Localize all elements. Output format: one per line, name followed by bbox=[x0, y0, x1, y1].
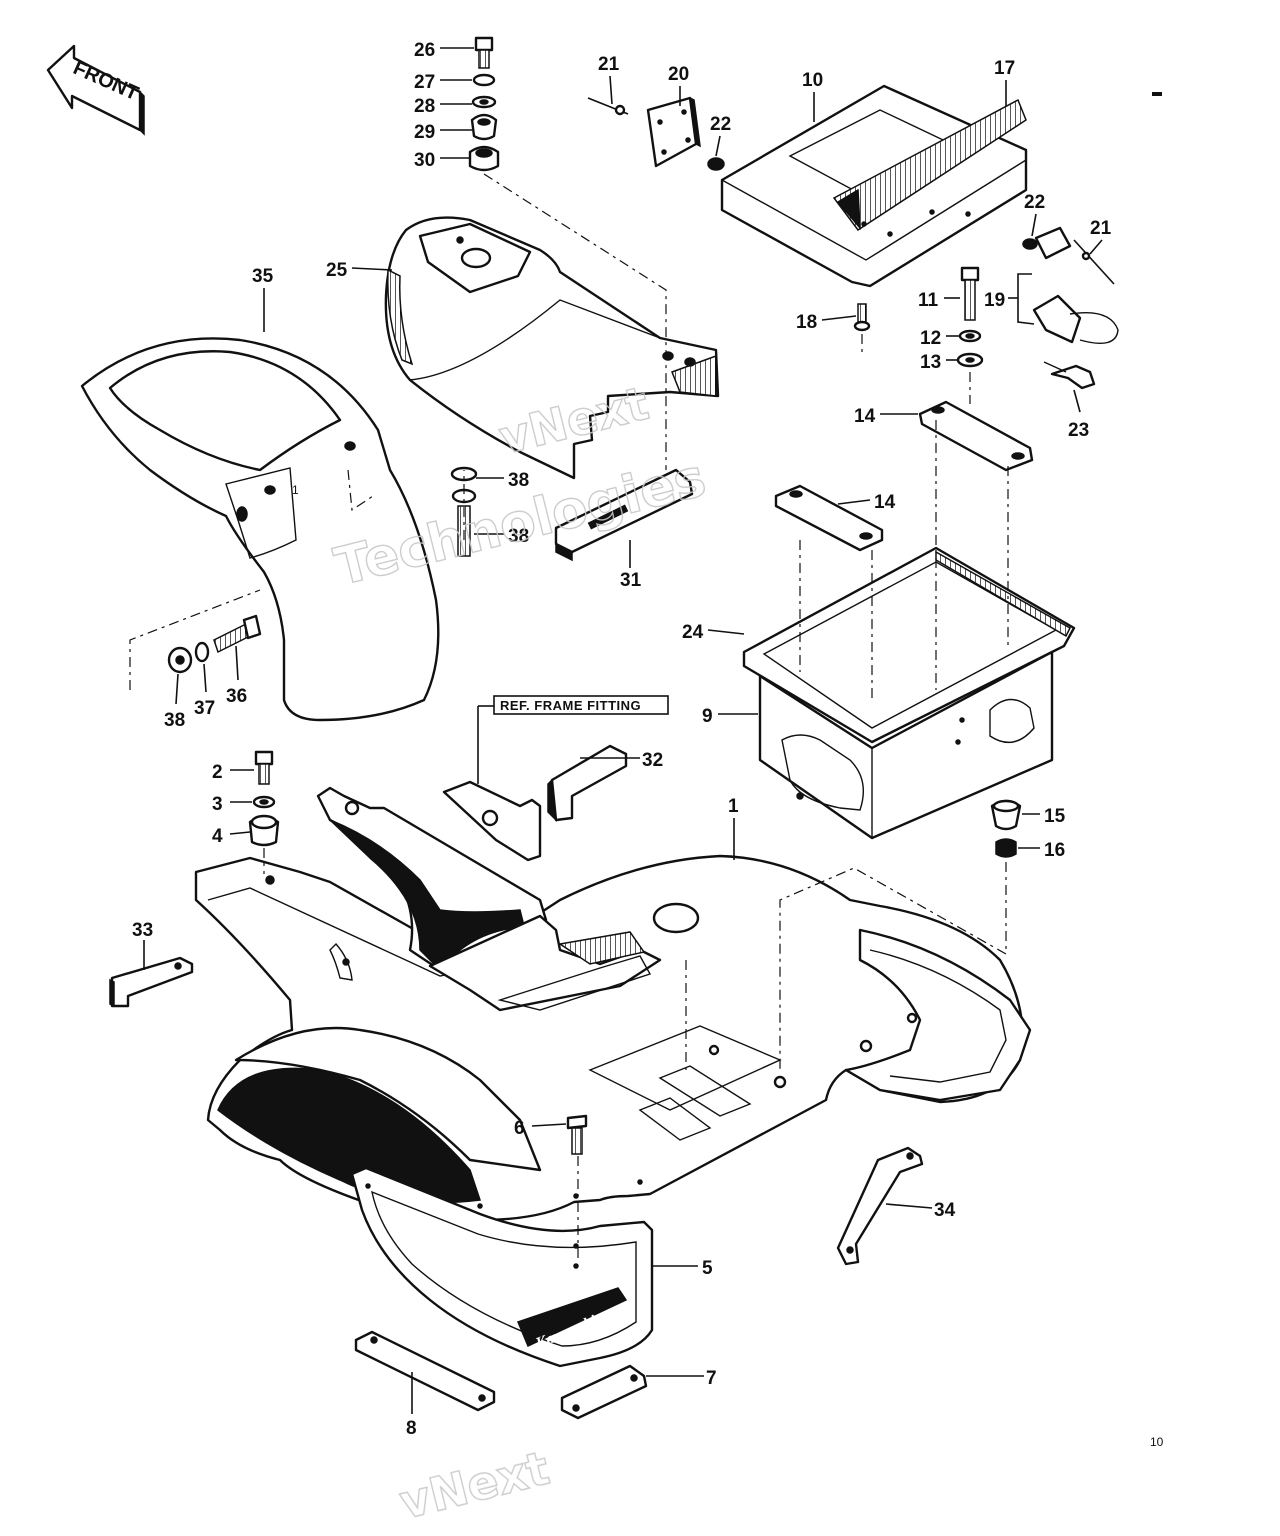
callout-20: 20 bbox=[668, 64, 689, 85]
washer-37 bbox=[194, 641, 210, 663]
callout-27: 27 bbox=[414, 72, 435, 93]
fender-bolt-group bbox=[129, 589, 262, 690]
washer-27 bbox=[472, 73, 496, 87]
callout-24: 24 bbox=[682, 622, 704, 643]
callout-4: 4 bbox=[212, 826, 223, 847]
callout-leaders bbox=[143, 47, 1103, 1414]
callout-25: 25 bbox=[326, 260, 348, 281]
margin-mark bbox=[1152, 92, 1162, 96]
bolt-2-shank bbox=[258, 763, 270, 785]
fender-step-plate bbox=[844, 928, 1032, 1102]
callout-13: 13 bbox=[920, 352, 941, 373]
callout-12: 12 bbox=[920, 328, 941, 349]
callout-34: 34 bbox=[934, 1200, 956, 1221]
callout-7: 7 bbox=[706, 1368, 717, 1389]
callout-16: 16 bbox=[1044, 840, 1065, 861]
bracket-14-upper bbox=[918, 400, 1034, 472]
gasket-24 bbox=[742, 546, 1076, 744]
rear-fender-35 bbox=[80, 337, 440, 722]
page-number: 10 bbox=[1150, 1435, 1164, 1449]
callout-19: 19 bbox=[984, 290, 1005, 311]
callout-5: 5 bbox=[702, 1258, 713, 1279]
screw-21-right bbox=[1073, 239, 1115, 285]
callout-30: 30 bbox=[414, 150, 435, 171]
bolt-26-shank bbox=[478, 49, 490, 69]
bolt-11-head bbox=[960, 266, 980, 282]
bracket-34 bbox=[836, 1146, 924, 1266]
callout-36: 36 bbox=[226, 686, 247, 707]
plate-8 bbox=[354, 1330, 496, 1412]
callout-35: 35 bbox=[252, 266, 274, 287]
callout-18: 18 bbox=[796, 312, 817, 333]
callout-21-top: 21 bbox=[598, 54, 620, 75]
seat-lid-10 bbox=[720, 84, 1028, 288]
seat-lock-group bbox=[1022, 226, 1119, 390]
callout-29: 29 bbox=[414, 122, 435, 143]
callout-6: 6 bbox=[514, 1118, 525, 1139]
lock-plate-19 bbox=[1034, 226, 1072, 260]
nut-22-top bbox=[707, 157, 725, 171]
callout-14-upper: 14 bbox=[854, 406, 876, 427]
callout-9: 9 bbox=[702, 706, 713, 727]
plate-20 bbox=[646, 96, 698, 168]
key-23 bbox=[1050, 364, 1096, 390]
callout-11: 11 bbox=[918, 290, 939, 311]
collar-15-nut-16 bbox=[990, 799, 1022, 858]
callout-22-top: 22 bbox=[710, 114, 731, 135]
callout-14-lower: 14 bbox=[874, 492, 896, 513]
bracket-33 bbox=[109, 956, 194, 1008]
callout-38-middle: 38 bbox=[508, 526, 529, 547]
callout-31: 31 bbox=[620, 570, 642, 591]
latch-plate-group-top bbox=[587, 96, 725, 171]
callout-32: 32 bbox=[642, 750, 663, 771]
ref-frame-label: REF. FRAME FITTING bbox=[500, 698, 641, 713]
callout-15: 15 bbox=[1044, 806, 1066, 827]
callout-38-upper: 38 bbox=[508, 470, 529, 491]
nut-16 bbox=[995, 838, 1017, 858]
bolt-11-shank bbox=[964, 279, 976, 321]
nut-22-right bbox=[1022, 238, 1038, 250]
callout-21-right: 21 bbox=[1090, 218, 1112, 239]
bracket-32 bbox=[550, 744, 628, 822]
bracket-14-lower bbox=[774, 484, 884, 552]
callout-17: 17 bbox=[994, 58, 1015, 79]
brand-plate bbox=[516, 1287, 628, 1348]
plate-7 bbox=[560, 1364, 648, 1420]
callout-10: 10 bbox=[802, 70, 823, 91]
bolt-stack-26-30 bbox=[468, 36, 500, 172]
callout-26: 26 bbox=[414, 40, 435, 61]
washer-38-upper bbox=[450, 466, 478, 482]
callout-28: 28 bbox=[414, 96, 435, 117]
bolt-group-2-4 bbox=[248, 750, 280, 847]
callout-37: 37 bbox=[194, 698, 215, 719]
ref-frame-fitting: REF. FRAME FITTING bbox=[442, 695, 669, 862]
seat-cowl-25 bbox=[384, 216, 720, 480]
callout-3: 3 bbox=[212, 794, 223, 815]
callout-22-right: 22 bbox=[1024, 192, 1045, 213]
bolt-18 bbox=[853, 303, 871, 332]
seat-bracket-31-group bbox=[450, 466, 694, 562]
bolt-2-head bbox=[254, 750, 274, 766]
screw-6 bbox=[566, 1114, 588, 1155]
watermark-bottom: vNext bbox=[394, 1441, 554, 1530]
front-fender-1 bbox=[194, 786, 1032, 1222]
bolt-group-11-13 bbox=[956, 266, 984, 368]
callout-labels: 26 27 28 29 30 21 20 22 10 17 22 21 35 2… bbox=[132, 40, 1112, 1439]
inline-note: 1 bbox=[292, 483, 299, 497]
assembly-centerlines bbox=[263, 173, 1009, 1260]
callout-38-lower: 38 bbox=[164, 710, 185, 731]
callout-23: 23 bbox=[1068, 420, 1089, 441]
front-arrow: FRONT bbox=[46, 44, 145, 136]
callout-33: 33 bbox=[132, 920, 153, 941]
lock-body-19 bbox=[1032, 294, 1082, 344]
callout-8: 8 bbox=[406, 1418, 417, 1439]
seat-strap-17 bbox=[832, 98, 1027, 232]
mud-flap-5: Kawasaki bbox=[350, 1166, 654, 1368]
callout-1: 1 bbox=[728, 796, 739, 817]
bolt-26-head bbox=[474, 36, 494, 52]
callout-2: 2 bbox=[212, 762, 223, 783]
